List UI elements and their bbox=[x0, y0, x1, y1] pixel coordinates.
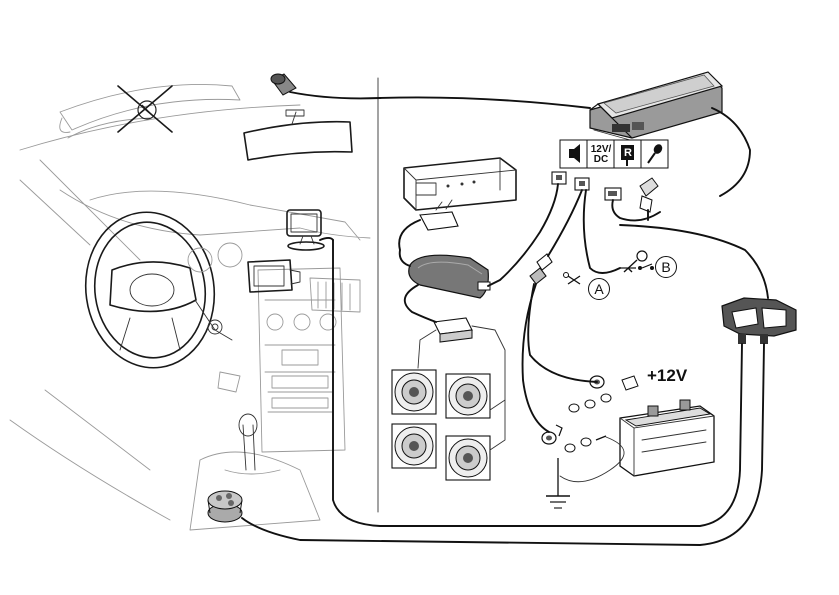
port-power-label: 12V/ DC bbox=[588, 145, 614, 165]
port-power-label-line2: DC bbox=[594, 154, 608, 165]
scissors-icon bbox=[564, 273, 581, 285]
speaker-harness-connector bbox=[434, 318, 472, 342]
dashboard-monitor bbox=[287, 210, 324, 250]
ground-symbol-icon bbox=[546, 458, 570, 508]
port-r-label: R bbox=[622, 148, 634, 158]
callout-b: B bbox=[655, 256, 677, 278]
cable-splitter bbox=[722, 298, 796, 344]
ignition-key-icon bbox=[620, 251, 654, 272]
phone-cradle bbox=[248, 260, 300, 292]
port-icon-strip bbox=[560, 140, 668, 168]
callout-a: A bbox=[588, 278, 610, 300]
crossed-out-microphone-icon bbox=[118, 86, 172, 132]
mute-interface-box bbox=[409, 255, 490, 298]
car-radio bbox=[404, 158, 516, 230]
port-connectors bbox=[552, 172, 658, 212]
speaker-front-left bbox=[392, 370, 436, 414]
car-interior bbox=[10, 84, 370, 530]
car-battery bbox=[620, 400, 714, 476]
steering-wheel bbox=[76, 204, 232, 376]
speaker-front-right bbox=[446, 374, 490, 418]
handsfree-main-unit bbox=[590, 72, 722, 140]
plus-12v-label: +12V bbox=[647, 366, 687, 386]
inline-fuse bbox=[530, 254, 552, 284]
speaker-rear-right bbox=[446, 436, 490, 480]
speaker-rear-left bbox=[392, 424, 436, 468]
rotary-remote bbox=[208, 491, 242, 522]
car-speakers bbox=[392, 370, 490, 480]
